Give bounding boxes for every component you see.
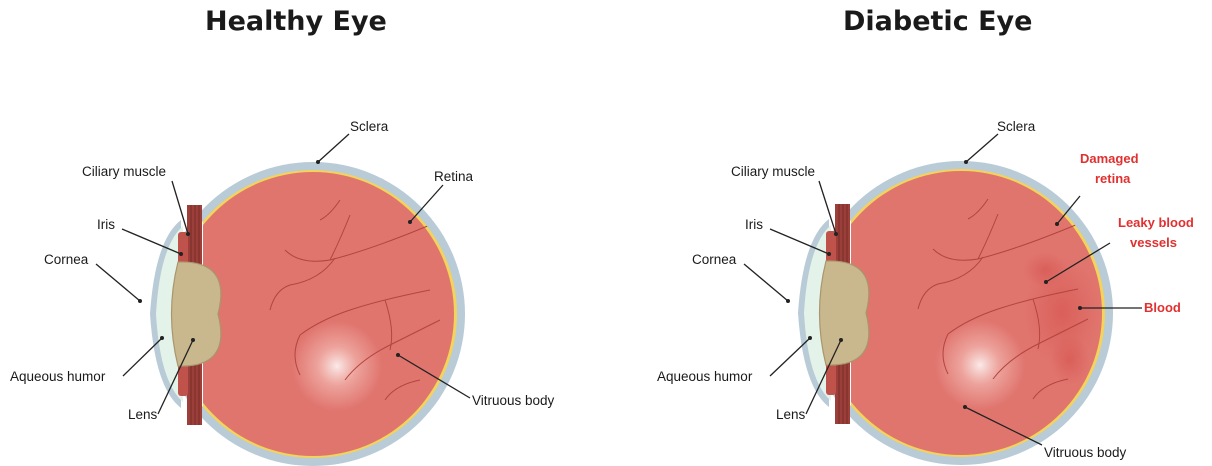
- diabetic-label-damaged-retina-1: Damaged: [1080, 151, 1139, 166]
- healthy-label-aqueous-humor: Aqueous humor: [10, 369, 106, 384]
- healthy-label-iris: Iris: [97, 217, 115, 232]
- diabetic-label-aqueous-humor: Aqueous humor: [657, 369, 753, 384]
- diabetic-label-sclera: Sclera: [997, 119, 1036, 134]
- diabetic-label-iris: Iris: [745, 217, 763, 232]
- diabetic-label-damaged-retina-2: retina: [1095, 171, 1131, 186]
- healthy-label-cornea: Cornea: [44, 252, 89, 267]
- healthy-lens: [172, 262, 221, 366]
- diabetic-label-vitreous-body: Vitruous body: [1044, 445, 1127, 460]
- healthy-label-vitreous-body: Vitruous body: [472, 393, 555, 408]
- diabetic-lens: [820, 261, 869, 365]
- diabetic-label-ciliary-muscle: Ciliary muscle: [731, 164, 815, 179]
- diabetic-label-blood: Blood: [1144, 300, 1181, 315]
- diabetic-label-cornea: Cornea: [692, 252, 737, 267]
- healthy-label-lens: Lens: [128, 407, 158, 422]
- healthy-label-ciliary-muscle: Ciliary muscle: [82, 164, 166, 179]
- diabetic-label-leaky-vessels-1: Leaky blood: [1118, 215, 1194, 230]
- healthy-label-sclera: Sclera: [350, 119, 389, 134]
- diabetic-label-lens: Lens: [776, 407, 806, 422]
- healthy-label-retina: Retina: [434, 169, 474, 184]
- diabetic-eye: Sclera Ciliary muscle Iris Cornea Aqueou…: [657, 119, 1194, 466]
- diabetic-label-leaky-vessels-2: vessels: [1130, 235, 1177, 250]
- healthy-eye: Sclera Ciliary muscle Retina Iris Cornea…: [10, 119, 555, 466]
